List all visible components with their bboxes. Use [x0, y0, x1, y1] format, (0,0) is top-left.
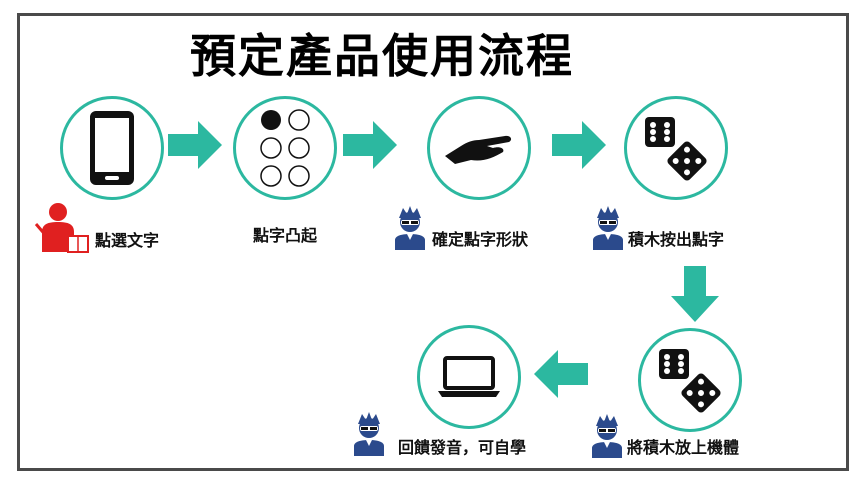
hand-touch-icon — [445, 135, 512, 164]
step-node-3 — [427, 96, 531, 200]
step-node-2 — [233, 96, 337, 200]
arrow-down — [671, 266, 719, 322]
step-node-1 — [60, 96, 164, 200]
step-label-6: 回饋發音，可自學 — [398, 438, 527, 457]
step-label-3: 確定點字形狀 — [432, 230, 529, 249]
arrow-right-2 — [343, 121, 397, 169]
diagram-title: 預定產品使用流程 — [190, 29, 574, 83]
smartphone-icon — [90, 111, 134, 185]
dice-blocks-icon — [645, 117, 707, 181]
student-icon — [593, 206, 623, 250]
step-label-5: 將積木放上機體 — [627, 438, 740, 457]
step-node-4 — [624, 96, 728, 200]
student-icon — [395, 206, 425, 250]
dice-blocks-icon — [659, 349, 721, 413]
arrow-right-1 — [168, 121, 222, 169]
arrow-right-3 — [552, 121, 606, 169]
arrow-left — [534, 350, 588, 398]
braille-cell-icon — [260, 109, 310, 187]
student-icon — [592, 414, 622, 458]
step-label-2: 點字凸起 — [253, 226, 318, 245]
teacher-icon — [34, 203, 89, 253]
step-label-1: 點選文字 — [95, 231, 160, 250]
step-label-4: 積木按出點字 — [628, 230, 725, 249]
student-icon — [354, 412, 384, 456]
step-node-5 — [638, 328, 742, 432]
step-node-6 — [417, 325, 521, 429]
laptop-icon — [438, 356, 500, 397]
